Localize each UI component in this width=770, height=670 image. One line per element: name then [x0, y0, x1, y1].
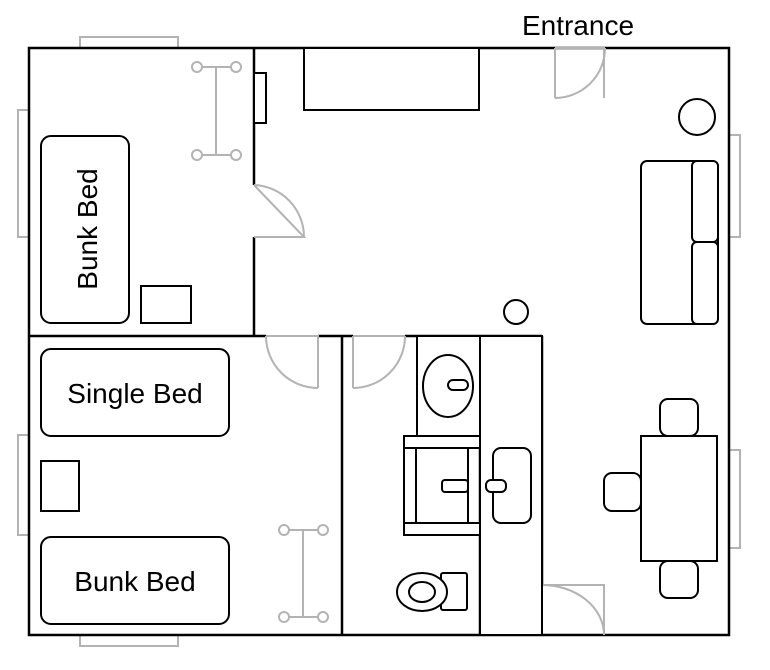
- toilet-icon: [396, 572, 468, 612]
- window-icon: [17, 109, 30, 238]
- door-swing-icon: [554, 47, 606, 99]
- single-bed: [40, 348, 230, 437]
- bathroom-fixtures: [396, 335, 543, 636]
- single-bed-label: Single Bed: [67, 378, 202, 409]
- windows: [17, 36, 741, 647]
- doors: [253, 47, 606, 636]
- shower-tub: [403, 435, 481, 536]
- door-swing-icon: [253, 184, 307, 238]
- nightstand: [40, 460, 80, 512]
- nightstand: [140, 285, 192, 324]
- bunk-bed-top-label: Bunk Bed: [72, 168, 103, 289]
- small-cabinet: [253, 72, 267, 124]
- clothes-racks: [191, 61, 329, 623]
- bunk-bed-bottom-label: Bunk Bed: [74, 566, 195, 597]
- window-icon: [79, 634, 179, 647]
- clothes-rack-icon: [278, 524, 329, 623]
- chair-icon: [603, 472, 642, 512]
- living-furniture: [303, 47, 719, 599]
- window-icon: [728, 449, 741, 549]
- chair-icon: [659, 398, 699, 437]
- table-icon: [640, 435, 718, 562]
- sofa-icon: [640, 160, 719, 325]
- plant-icon: [678, 98, 716, 136]
- chair-icon: [659, 560, 699, 599]
- window-icon: [79, 36, 179, 49]
- window-icon: [17, 434, 30, 536]
- door-swing-icon: [541, 584, 605, 636]
- bedroom1-furniture: [40, 72, 267, 324]
- door-swing-icon: [352, 335, 406, 389]
- entrance-label: Entrance: [522, 10, 634, 41]
- clothes-rack-icon: [191, 61, 242, 161]
- bunk-bed-top: [40, 135, 130, 324]
- bedroom2-furniture: [40, 348, 230, 625]
- lamp-icon: [503, 299, 529, 325]
- bunk-bed-bottom: [40, 536, 230, 625]
- kitchen-counter: [303, 47, 480, 111]
- door-swing-icon: [265, 335, 319, 389]
- window-icon: [728, 134, 741, 238]
